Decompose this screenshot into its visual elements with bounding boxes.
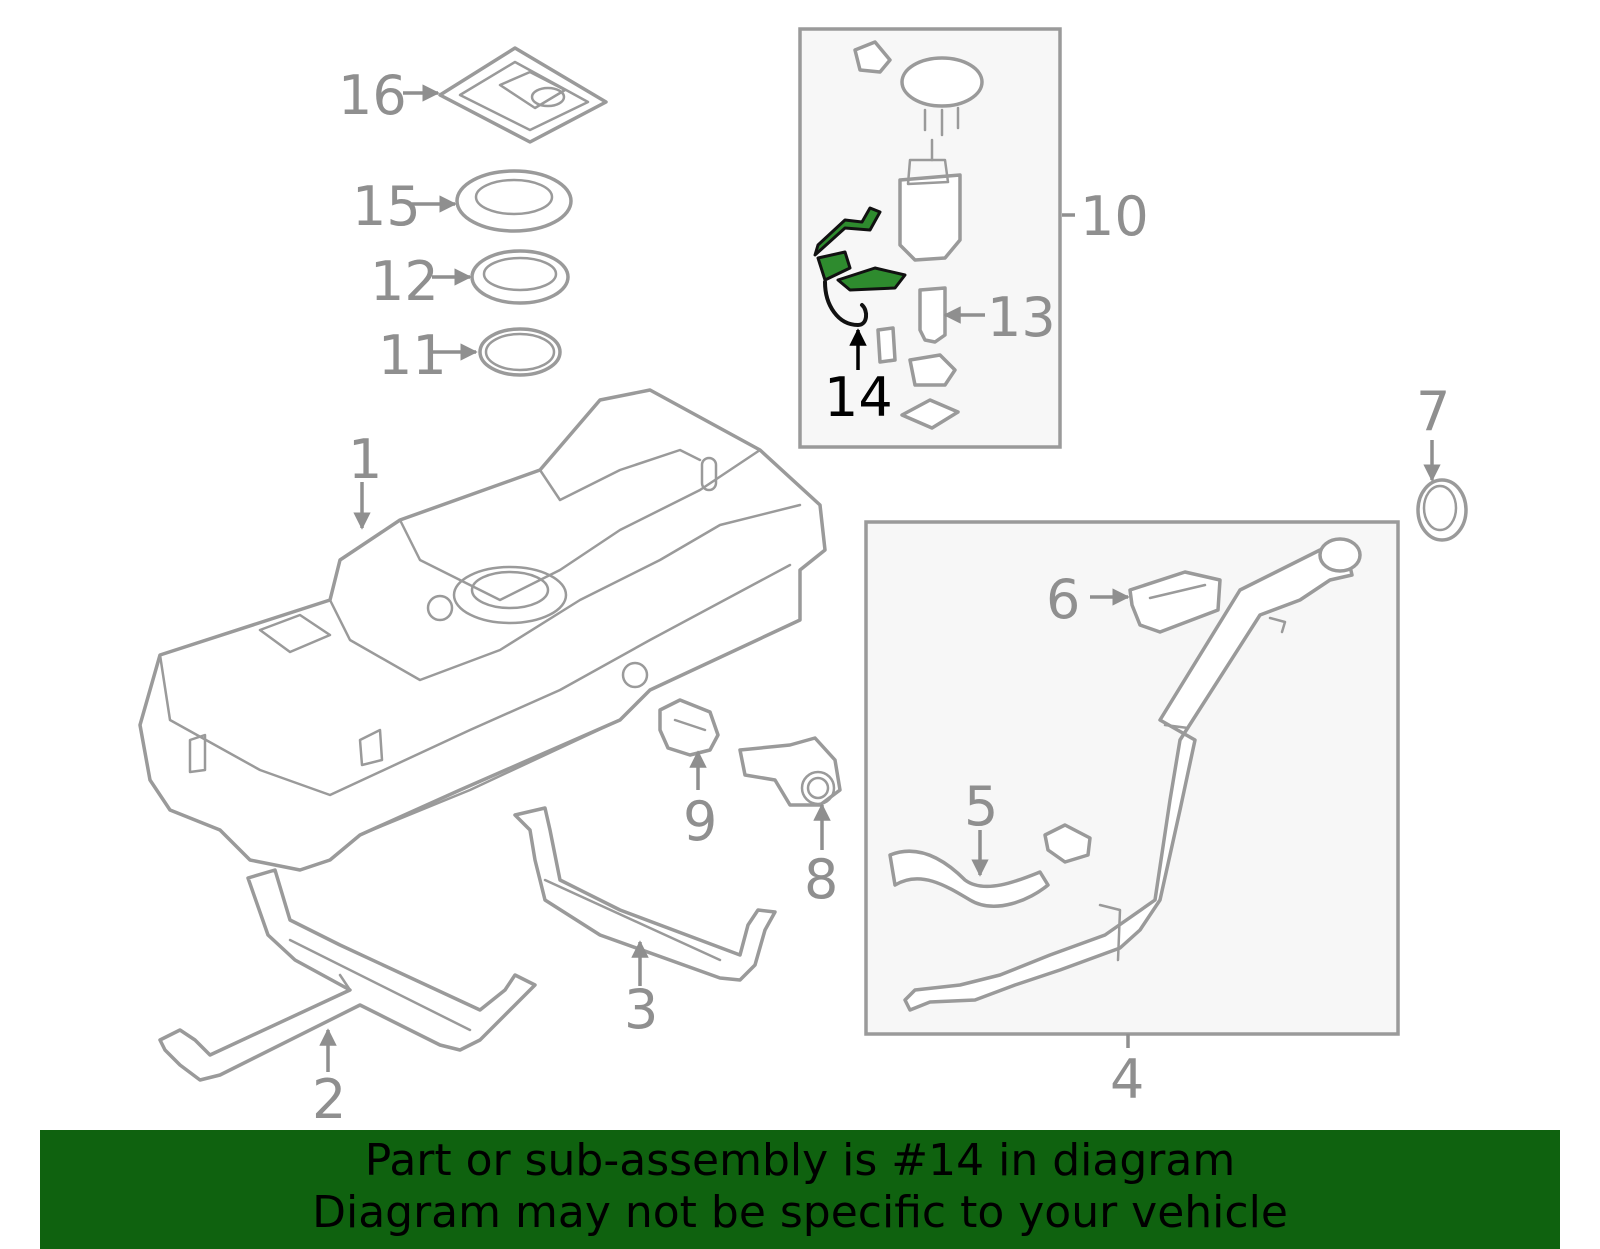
part-15-retainer-ring[interactable] xyxy=(455,169,573,233)
callout-1: 1 xyxy=(348,428,382,491)
callout-11: 11 xyxy=(378,324,447,387)
callout-12: 12 xyxy=(370,250,439,313)
part-16-cover-plate[interactable] xyxy=(438,46,608,144)
part-4-filler-neck[interactable] xyxy=(903,537,1362,1012)
callout-16: 16 xyxy=(338,64,407,127)
part-6-bracket[interactable] xyxy=(1128,570,1222,634)
callout-6: 6 xyxy=(1046,568,1080,631)
callout-13: 13 xyxy=(987,286,1056,349)
parts-diagram: 16 15 12 11 1 10 13 14 7 6 5 9 8 3 4 2 xyxy=(138,27,1468,1130)
part-3-tank-strap[interactable] xyxy=(513,806,777,982)
part-8-valve[interactable] xyxy=(738,736,842,807)
callout-10: 10 xyxy=(1080,185,1149,248)
info-banner: Part or sub-assembly is #14 in diagram D… xyxy=(40,1130,1560,1249)
part-5-hose[interactable] xyxy=(888,823,1092,908)
banner-line-disclaimer: Diagram may not be specific to your vehi… xyxy=(312,1187,1288,1238)
callout-3: 3 xyxy=(624,978,658,1041)
callout-9: 9 xyxy=(683,790,717,853)
part-9-connector[interactable] xyxy=(658,698,720,757)
callout-14: 14 xyxy=(824,366,893,429)
part-12-seal-ring[interactable] xyxy=(470,249,570,305)
part-2-tank-strap[interactable] xyxy=(158,868,537,1082)
part-14-fuel-level-sender[interactable] xyxy=(813,206,907,328)
callout-8: 8 xyxy=(804,848,838,911)
banner-line-part-number: Part or sub-assembly is #14 in diagram xyxy=(364,1135,1236,1186)
part-10-fuel-pump-module[interactable] xyxy=(853,40,984,430)
part-7-grommet[interactable] xyxy=(1416,478,1468,542)
callout-5: 5 xyxy=(964,775,998,838)
callout-2: 2 xyxy=(312,1068,346,1130)
callout-4: 4 xyxy=(1110,1048,1144,1111)
callout-15: 15 xyxy=(352,175,421,238)
part-1-fuel-tank[interactable] xyxy=(138,388,827,872)
part-11-o-ring[interactable] xyxy=(478,327,562,377)
callout-7: 7 xyxy=(1416,380,1450,443)
